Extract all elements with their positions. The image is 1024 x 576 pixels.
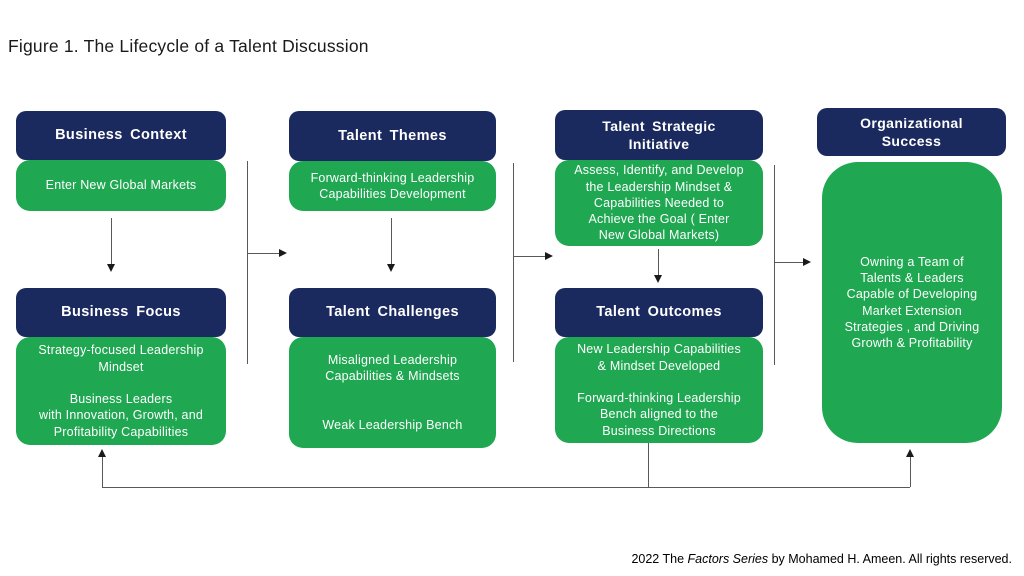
box-body-organizational-success: Owning a Team of Talents & Leaders Capab… <box>822 162 1002 443</box>
arrow-down-business-arrowhead-icon <box>107 264 115 272</box>
feedback-drop-line <box>648 443 649 488</box>
connector-col3-col4-horizontal-line <box>774 262 805 263</box>
connector-col2-col3-arrowhead-icon <box>545 252 553 260</box>
copyright-series-name: Factors Series <box>687 552 769 566</box>
box-header-business-context: Business Context <box>16 111 226 160</box>
connector-col2-col3-horizontal-line <box>513 256 546 257</box>
feedback-horizontal-line <box>102 487 910 488</box>
connector-col3-col4-vertical-line <box>774 165 775 365</box>
arrow-down-talent-initiative-line <box>658 249 659 277</box>
arrow-down-business-line <box>111 218 112 266</box>
connector-col1-col2-horizontal-line <box>247 253 280 254</box>
figure-title: Figure 1. The Lifecycle of a Talent Disc… <box>8 36 369 56</box>
arrow-down-talent-themes-arrowhead-icon <box>387 264 395 272</box>
connector-col1-col2-arrowhead-icon <box>279 249 287 257</box>
box-header-talent-challenges: Talent Challenges <box>289 288 496 337</box>
box-header-talent-outcomes: Talent Outcomes <box>555 288 763 337</box>
box-header-business-focus: Business Focus <box>16 288 226 337</box>
arrow-down-talent-initiative-arrowhead-icon <box>654 275 662 283</box>
feedback-left-vertical-line <box>102 457 103 487</box>
copyright-prefix: 2022 The <box>631 552 688 566</box>
feedback-right-vertical-line <box>910 457 911 487</box>
connector-col2-col3-vertical-line <box>513 163 514 362</box>
box-body-business-focus: Strategy-focused Leadership Mindset Busi… <box>16 337 226 445</box>
box-header-organizational-success: Organizational Success <box>817 108 1006 156</box>
box-body-talent-outcomes: New Leadership Capabilities & Mindset De… <box>555 337 763 443</box>
box-body-talent-strategic-initiative: Assess, Identify, and Develop the Leader… <box>555 160 763 246</box>
connector-col1-col2-vertical-line <box>247 161 248 364</box>
feedback-left-arrowhead-icon <box>98 449 106 457</box>
box-body-talent-challenges: Misaligned Leadership Capabilities & Min… <box>289 337 496 448</box>
feedback-right-arrowhead-icon <box>906 449 914 457</box>
box-body-business-context: Enter New Global Markets <box>16 160 226 211</box>
connector-col3-col4-arrowhead-icon <box>803 258 811 266</box>
box-header-talent-themes: Talent Themes <box>289 111 496 161</box>
copyright-note: 2022 The Factors Series by Mohamed H. Am… <box>631 552 1012 566</box>
arrow-down-talent-themes-line <box>391 218 392 266</box>
box-header-talent-strategic-initiative: Talent Strategic Initiative <box>555 110 763 160</box>
copyright-suffix: by Mohamed H. Ameen. All rights reserved… <box>768 552 1012 566</box>
box-body-talent-themes: Forward-thinking Leadership Capabilities… <box>289 161 496 211</box>
